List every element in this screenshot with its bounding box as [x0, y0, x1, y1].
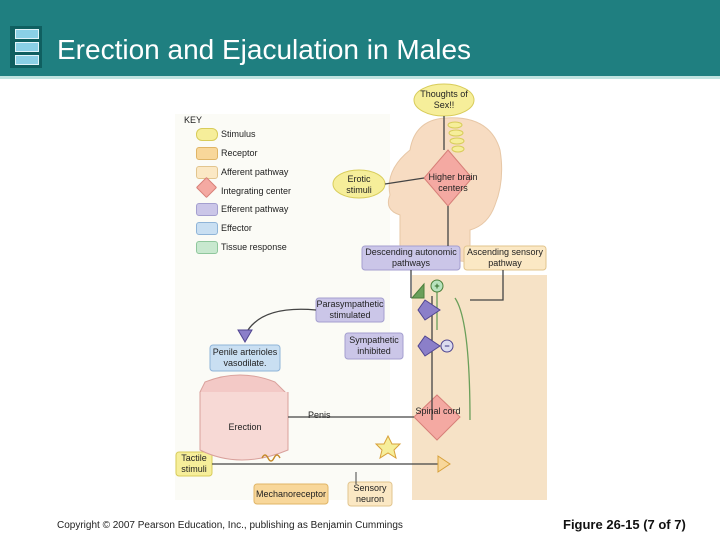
arterioles-label: Penile arterioles vasodilate.: [212, 347, 278, 368]
arrow-para-to-arterioles: [244, 308, 317, 336]
key-swatch-efferent: [196, 203, 218, 216]
green-pathway-2: [454, 297, 471, 421]
key-label-effector: Effector: [221, 223, 252, 233]
higher-brain-label: Higher brain centers: [428, 172, 478, 193]
key-heading: KEY: [184, 115, 203, 125]
key-label-efferent: Efferent pathway: [221, 204, 289, 214]
excitatory-synapse: [430, 279, 444, 293]
arterioles-box: [209, 344, 281, 372]
ascending-path-line: [470, 270, 504, 301]
tactile-stimuli-label: Tactile stimuli: [181, 453, 207, 474]
key-swatch-tissue: [196, 241, 218, 254]
title-bar-rule: [0, 76, 720, 79]
key-label-receptor: Receptor: [221, 148, 258, 158]
key-swatch-stimulus: [196, 128, 218, 141]
key-swatch-effector: [196, 222, 218, 235]
mechanoreceptor-box: [253, 483, 329, 505]
green-neuron-triangle: [410, 282, 425, 299]
erection-label: Erection: [228, 422, 262, 432]
ascending-pathway-box: [463, 245, 547, 271]
erotic-stimuli-label: Erotic stimuli: [346, 174, 372, 195]
sensory-neuron-box: [347, 481, 393, 507]
sensory-neuron-label: Sensory neuron: [353, 483, 387, 504]
key-label-stimulus: Stimulus: [221, 129, 256, 139]
arrow-erotic-to-brain: [384, 177, 425, 185]
key-swatch-receptor: [196, 147, 218, 160]
symp-neuron: [417, 335, 441, 357]
penis-shaft: [199, 392, 289, 461]
minus-sign: −: [444, 341, 450, 351]
parasympathetic-label: Parasympathetic stimulated: [316, 299, 384, 320]
spinal-cord-center: [413, 394, 461, 441]
copyright-text: Copyright © 2007 Pearson Education, Inc.…: [57, 520, 403, 531]
spinal-cord-label: Spinal cord: [415, 406, 461, 416]
penis-label: Penis: [308, 410, 331, 420]
thought-bubble-4: [451, 145, 465, 153]
effector-terminal: [237, 329, 253, 343]
title-bar: [0, 0, 720, 76]
descending-pathway-label: Descending autonomic pathways: [365, 247, 457, 268]
key-label-afferent: Afferent pathway: [221, 167, 289, 177]
key-label-integrating: Integrating center: [221, 186, 292, 196]
plus-sign: +: [434, 281, 440, 291]
inhibitory-synapse: [440, 339, 454, 353]
sensory-neuron-star: [374, 434, 402, 460]
sympathetic-label: Sympathetic inhibited: [349, 335, 399, 356]
sensory-terminal: [437, 455, 451, 473]
thought-bubble-3: [449, 137, 465, 145]
para-neuron: [417, 299, 441, 321]
figure-caption: Figure 26-15 (7 of 7): [563, 517, 686, 532]
sympathetic-box: [344, 332, 404, 360]
slide-title: Erection and Ejaculation in Males: [57, 34, 472, 65]
thought-bubble-1: [447, 121, 463, 129]
mechanoreceptor-coil: [261, 454, 281, 462]
thought-bubble-2: [448, 129, 464, 137]
mechanoreceptor-label: Mechanoreceptor: [255, 489, 327, 499]
key-label-tissue: Tissue response: [221, 242, 287, 252]
slide-logo: [10, 26, 42, 68]
ascending-pathway-label: Ascending sensory pathway: [466, 247, 544, 268]
thoughts-label: Thoughts of Sex!!: [420, 89, 468, 110]
